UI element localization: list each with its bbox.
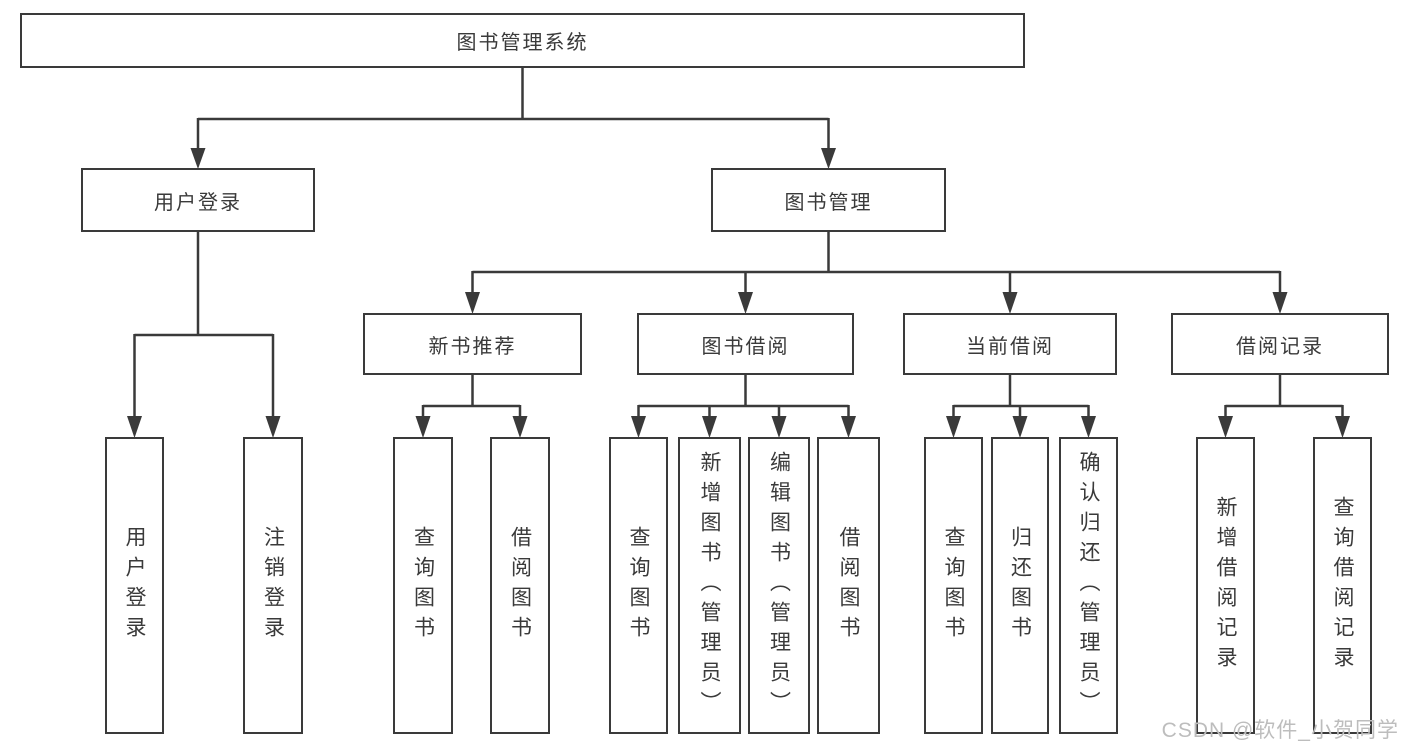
arrowhead: [738, 292, 753, 314]
leaf-borrow-book-label: 借阅图书: [837, 525, 860, 646]
leaf-query-borrow-record: 查询借阅记录: [1313, 437, 1372, 734]
node-borrow-record: 借阅记录: [1171, 313, 1389, 375]
arrowhead: [127, 416, 142, 438]
node-current-borrow-label: 当前借阅: [966, 335, 1054, 358]
arrowhead: [415, 416, 431, 438]
arrowhead: [465, 292, 480, 314]
node-user-login: 用户登录: [81, 168, 315, 232]
leaf-add-borrow-record: 新增借阅记录: [1196, 437, 1255, 734]
leaf-confirm-return-admin-label: 确认归还（管理员）: [1077, 450, 1100, 721]
node-current-borrow: 当前借阅: [903, 313, 1117, 375]
connector-book-borrow-to-leaves: [637, 374, 850, 419]
leaf-borrow-book-recommend-label: 借阅图书: [508, 525, 532, 646]
node-book-borrow-label: 图书借阅: [701, 335, 790, 358]
arrowheads: [127, 148, 1350, 438]
node-root-label: 图书管理系统: [456, 32, 589, 54]
connector-root-to-level2: [196, 67, 830, 150]
leaf-add-book-admin: 新增图书（管理员）: [678, 437, 741, 734]
connector-user-login-to-leaves: [133, 231, 275, 419]
node-user-login-label: 用户登录: [154, 191, 242, 214]
leaf-borrow-book: 借阅图书: [817, 437, 880, 734]
arrowhead: [946, 416, 961, 438]
arrowhead: [190, 148, 206, 169]
arrowhead: [631, 416, 646, 438]
arrowhead: [771, 416, 787, 438]
leaf-edit-book-admin: 编辑图书（管理员）: [748, 437, 810, 734]
arrowhead: [1272, 292, 1288, 314]
leaf-borrow-book-recommend: 借阅图书: [490, 437, 550, 734]
watermark-text: CSDN @软件_小贺同学: [1161, 719, 1399, 742]
arrowhead: [821, 148, 836, 169]
node-book-borrow: 图书借阅: [637, 313, 854, 375]
arrowhead: [265, 416, 281, 438]
connector-borrow-record-to-leaves: [1224, 374, 1344, 419]
arrowhead: [1081, 416, 1096, 438]
leaf-add-borrow-record-label: 新增借阅记录: [1214, 495, 1237, 676]
leaf-query-book-recommend: 查询图书: [393, 437, 453, 734]
leaf-query-book-current: 查询图书: [924, 437, 983, 734]
node-borrow-record-label: 借阅记录: [1236, 335, 1324, 358]
leaf-query-borrow-record-label: 查询借阅记录: [1331, 495, 1354, 676]
leaf-return-book-label: 归还图书: [1008, 525, 1032, 646]
leaf-query-book-borrow-label: 查询图书: [627, 525, 650, 646]
leaf-return-book: 归还图书: [991, 437, 1049, 734]
connector-new-book-to-leaves: [421, 374, 522, 419]
connector-current-borrow-to-leaves: [952, 373, 1090, 419]
arrowhead: [841, 416, 856, 438]
leaf-logout-label: 注销登录: [261, 525, 285, 646]
connector-book-management-to-level3: [471, 231, 1282, 295]
node-new-book-recommend: 新书推荐: [363, 313, 582, 375]
arrowhead: [512, 416, 528, 438]
leaf-logout: 注销登录: [243, 437, 303, 734]
leaf-user-login-label: 用户登录: [123, 525, 146, 646]
leaf-add-book-admin-label: 新增图书（管理员）: [698, 450, 721, 721]
leaf-query-book-current-label: 查询图书: [942, 525, 965, 646]
leaf-query-book-recommend-label: 查询图书: [411, 525, 435, 646]
arrowhead: [1218, 416, 1233, 438]
node-book-management: 图书管理: [711, 168, 946, 232]
node-root: 图书管理系统: [20, 13, 1025, 68]
arrowhead: [1012, 416, 1028, 438]
leaf-user-login: 用户登录: [105, 437, 164, 734]
leaf-edit-book-admin-label: 编辑图书（管理员）: [767, 450, 791, 721]
arrowhead: [1335, 416, 1350, 438]
node-book-management-label: 图书管理: [784, 191, 873, 214]
arrowhead: [1002, 292, 1018, 314]
node-new-book-recommend-label: 新书推荐: [428, 335, 517, 358]
leaf-query-book-borrow: 查询图书: [609, 437, 668, 734]
arrowhead: [702, 416, 717, 438]
leaf-confirm-return-admin: 确认归还（管理员）: [1059, 437, 1118, 734]
